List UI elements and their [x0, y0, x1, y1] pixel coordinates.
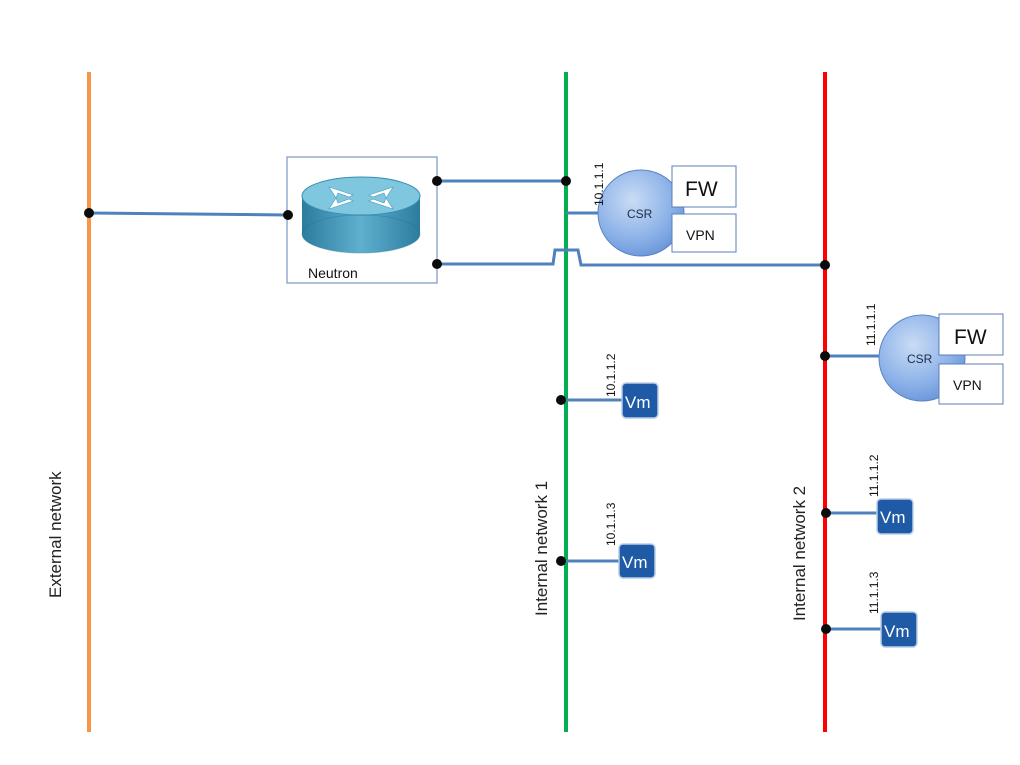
- csr2-node: CSR FW VPN 11.1.1.1: [864, 303, 1004, 405]
- dot-internal1-vm1: [556, 395, 566, 405]
- link-router-internal2: [437, 248, 825, 267]
- vm-2-box: [618, 543, 656, 579]
- neutron-router: Neutron: [286, 156, 438, 284]
- internal-network-1-label: Internal network 1: [532, 481, 551, 616]
- vm-4-box: [880, 611, 918, 648]
- dot-router-top: [432, 176, 442, 186]
- csr1-vpn-label: VPN: [686, 227, 715, 243]
- vm-3-label: Vm: [880, 508, 906, 527]
- vm-4-label: Vm: [884, 622, 910, 641]
- vm-1: Vm 10.1.1.2: [604, 353, 659, 419]
- vm-2-label: Vm: [622, 553, 648, 572]
- csr1-vpn-box: [671, 213, 737, 253]
- csr2-label: CSR: [907, 352, 933, 366]
- vm-3: Vm 11.1.1.2: [867, 454, 914, 535]
- links: [88, 179, 884, 631]
- csr2-vpn-box: [938, 363, 1004, 405]
- dot-router-bottom: [432, 259, 442, 269]
- csr1-fw-box: [671, 165, 737, 208]
- vm-1-ip: 10.1.1.2: [604, 353, 618, 397]
- dot-internal2-vm3: [821, 508, 831, 518]
- connection-dots: [84, 176, 831, 634]
- vm-2: Vm 10.1.1.3: [604, 502, 656, 579]
- vm-3-box: [876, 498, 914, 535]
- dot-internal1-vm2: [556, 556, 566, 566]
- internal-network-2-label: Internal network 2: [790, 486, 809, 621]
- csr2-fw-label: FW: [954, 326, 987, 349]
- csr1-circle: [597, 169, 685, 257]
- vm-4-ip: 11.1.1.3: [867, 571, 881, 614]
- dot-internal2-csr2: [820, 351, 830, 361]
- dot-router-left: [283, 210, 293, 220]
- link-external-router: [88, 211, 289, 217]
- vm-1-box: [621, 382, 659, 419]
- dot-internal2-router: [820, 260, 830, 270]
- csr2-ip: 11.1.1.1: [864, 303, 878, 346]
- vm-1-label: Vm: [625, 393, 651, 412]
- router-label: Neutron: [308, 265, 358, 281]
- csr1-fw-label: FW: [685, 178, 718, 201]
- csr2-fw-box: [938, 313, 1004, 356]
- dot-internal2-vm4: [821, 624, 831, 634]
- vm-4: Vm 11.1.1.3: [867, 571, 918, 648]
- vm-2-ip: 10.1.1.3: [604, 502, 618, 546]
- dot-internal1-router: [561, 176, 571, 186]
- external-network-label: External network: [46, 471, 65, 598]
- csr1-ip: 10.1.1.1: [592, 162, 606, 206]
- router-icon: [301, 176, 421, 254]
- csr1-label: CSR: [627, 207, 653, 221]
- dot-external-router: [84, 208, 94, 218]
- vm-3-ip: 11.1.1.2: [867, 454, 881, 497]
- csr1-node: CSR FW VPN 10.1.1.1: [592, 162, 737, 257]
- csr2-vpn-label: VPN: [953, 377, 982, 393]
